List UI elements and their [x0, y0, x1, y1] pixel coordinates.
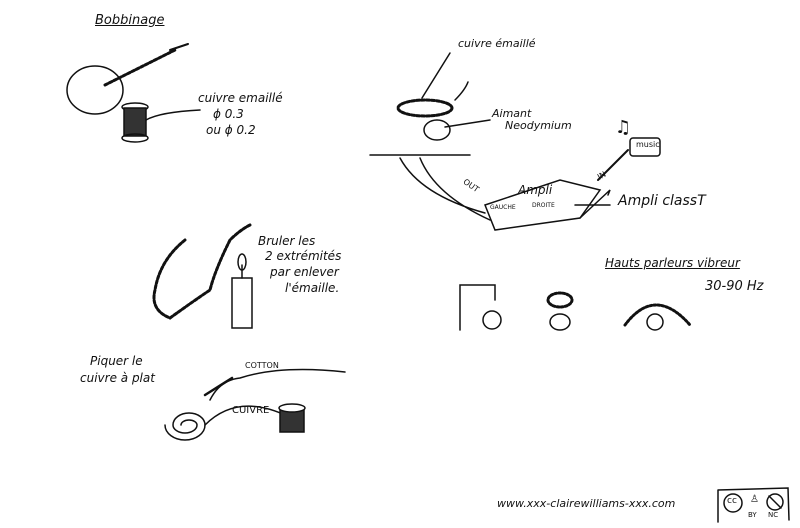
- coil-loop-drawing: [66, 43, 189, 115]
- by-label: BY: [748, 511, 757, 519]
- cuivre-label: CUIVRE: [232, 405, 270, 416]
- setup-wire-label: cuivre émaillé: [458, 37, 536, 50]
- stitch-line-1: Piquer le: [90, 354, 143, 368]
- burn-line-2: 2 extrémités: [265, 249, 342, 263]
- attribution-person-icon: ♙: [750, 494, 759, 505]
- burn-line-4: l'émaille.: [285, 281, 340, 295]
- speakers-title: Hauts parleurs vibreur: [605, 256, 740, 270]
- diameter-2: ou ϕ 0.2: [206, 123, 256, 137]
- speaker-setup-drawing: [369, 52, 661, 231]
- footer-url: www.xxx-clairewilliams-xxx.com: [497, 497, 676, 510]
- magnet-line-1: Aimant: [492, 107, 532, 120]
- music-notes-icon: ♫: [615, 117, 632, 138]
- vibrating-speakers-drawing: [459, 284, 692, 331]
- burning-coil-drawing: [152, 223, 253, 329]
- wire-label: cuivre emaillé: [198, 91, 283, 105]
- music-label: music: [636, 140, 660, 149]
- nc-label: NC: [768, 511, 779, 519]
- ampli-label: Ampli: [518, 183, 553, 197]
- bobinage-title: Bobbinage: [95, 13, 165, 28]
- spiral-coil-drawing: [164, 368, 346, 441]
- spool-icon: [121, 102, 201, 143]
- burn-line-3: par enlever: [270, 265, 339, 279]
- left-channel-label: GAUCHE: [490, 204, 516, 211]
- license-box: [717, 487, 790, 523]
- cc-icon: cc: [727, 496, 737, 506]
- stitch-line-2: cuivre à plat: [80, 371, 155, 385]
- right-channel-label: DROITE: [532, 202, 555, 209]
- amp-class-label: Ampli classT: [618, 193, 706, 209]
- cotton-label: COTTON: [245, 361, 279, 370]
- frequency-label: 30-90 Hz: [705, 279, 764, 294]
- burn-line-1: Bruler les: [258, 234, 316, 248]
- diameter-1: ϕ 0.3: [213, 107, 244, 121]
- magnet-line-2: Neodymium: [505, 119, 572, 132]
